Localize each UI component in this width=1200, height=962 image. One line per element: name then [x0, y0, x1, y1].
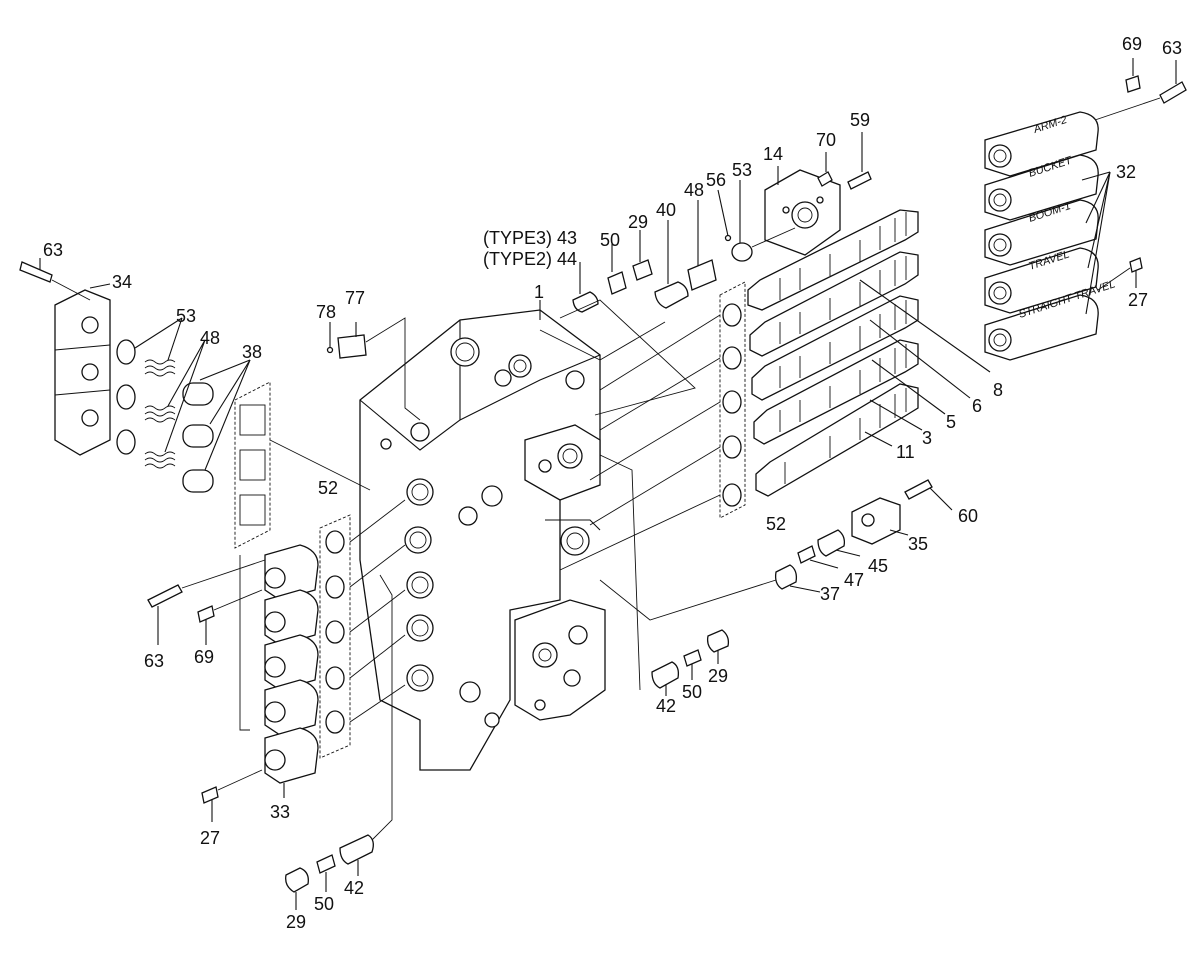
callout-14: 14: [763, 144, 783, 164]
callout-60: 60: [958, 506, 978, 526]
cap-travel: TRAVEL: [984, 247, 1099, 314]
gasket-52-left: [319, 514, 351, 759]
nameplate: [326, 317, 421, 421]
callout-34: 34: [112, 272, 132, 292]
callout-69-bottom: 69: [194, 647, 214, 667]
callout-1: 1: [534, 282, 544, 302]
leader-lines: [349, 279, 991, 723]
spool-3: [753, 339, 919, 445]
callout-27-bottom: 27: [200, 828, 220, 848]
callout-63: 63: [1162, 38, 1182, 58]
callout-63-left: 63: [43, 240, 63, 260]
callout-44-type2: (TYPE2) 44: [483, 249, 577, 269]
spring-caps-32: ARM-2 BUCKET BOOM-1 TRAVEL STRAIGHT TRAV…: [984, 111, 1117, 361]
callout-52-left: 52: [318, 478, 338, 498]
callout-8: 8: [993, 380, 1003, 400]
callout-27: 27: [1128, 290, 1148, 310]
callout-42-lowest: 42: [344, 878, 364, 898]
callout-43-type3: (TYPE3) 43: [483, 228, 577, 248]
callout-29-bottom: 29: [708, 666, 728, 686]
callout-40: 40: [656, 200, 676, 220]
callout-63-bottom: 63: [144, 651, 164, 671]
callout-11: 11: [896, 442, 915, 462]
spool-11: [755, 383, 919, 497]
cover-14: [717, 132, 872, 262]
lower-left-fasteners: [147, 559, 285, 822]
top-right-fasteners: [1094, 58, 1187, 291]
callout-56: 56: [706, 170, 726, 190]
top-center-plugs: [539, 200, 717, 416]
callout-48-left: 48: [200, 328, 220, 348]
left-gasket-plate: [234, 381, 371, 549]
callout-48: 48: [684, 180, 704, 200]
callout-35: 35: [908, 534, 928, 554]
callout-70: 70: [816, 130, 836, 150]
callout-53-left: 53: [176, 306, 196, 326]
callout-33: 33: [270, 802, 290, 822]
callout-6: 6: [972, 396, 982, 416]
spool-5: [751, 295, 919, 401]
callout-50-bottom: 50: [682, 682, 702, 702]
valve-body: [359, 309, 601, 771]
spool-6: [749, 251, 919, 357]
callout-42: 42: [656, 696, 676, 716]
callout-45: 45: [868, 556, 888, 576]
spool-8: [747, 209, 919, 311]
callout-38: 38: [242, 342, 262, 362]
left-orings-springs: [116, 317, 251, 493]
callout-32: 32: [1116, 162, 1136, 182]
gasket-52-right: [719, 281, 746, 519]
callout-37: 37: [820, 584, 840, 604]
callout-47: 47: [844, 570, 864, 590]
lower-cover-plate: [514, 599, 606, 721]
callout-52-right: 52: [766, 514, 786, 534]
center-right-plugs: [599, 454, 953, 696]
callout-50-lowest: 50: [314, 894, 334, 914]
left-cover-34: [19, 258, 111, 456]
callout-29-lowest: 29: [286, 912, 306, 932]
spools: [747, 209, 919, 497]
bottom-plugs: [285, 574, 393, 910]
callout-5: 5: [946, 412, 956, 432]
callout-3: 3: [922, 428, 932, 448]
callout-69: 69: [1122, 34, 1142, 54]
callout-labels: 69 63 32 27 70 59 14 56 53 48 40 29 50 (…: [43, 34, 1182, 932]
callout-77: 77: [345, 288, 365, 308]
callout-29: 29: [628, 212, 648, 232]
callout-59: 59: [850, 110, 870, 130]
callout-50: 50: [600, 230, 620, 250]
callout-53: 53: [732, 160, 752, 180]
caps-33: [239, 544, 319, 784]
callout-78: 78: [316, 302, 336, 322]
